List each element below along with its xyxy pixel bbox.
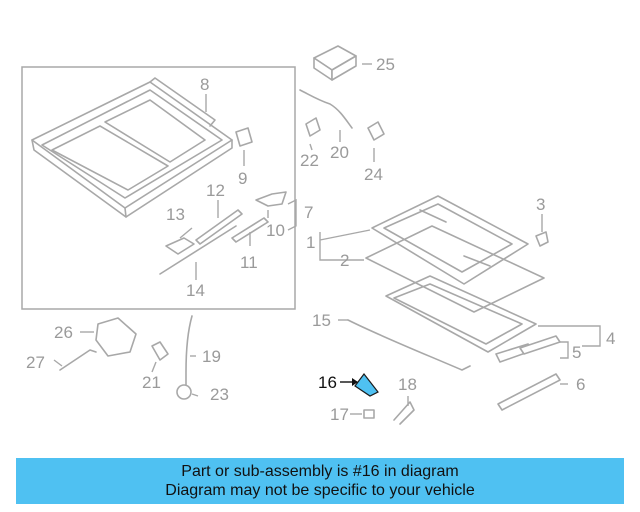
callout-27: 27 — [26, 353, 45, 372]
rail-11 — [231, 217, 269, 243]
bracket-18 — [393, 401, 415, 425]
actuator-24 — [367, 121, 385, 141]
callout-24: 24 — [364, 165, 383, 184]
inset-frame — [21, 66, 296, 310]
callout-5: 5 — [572, 343, 581, 362]
wire-19 — [185, 315, 193, 387]
callout-18: 18 — [398, 375, 417, 394]
callout-1: 1 — [306, 233, 315, 252]
rail-12 — [195, 209, 243, 245]
info-banner: Part or sub-assembly is #16 in diagram D… — [16, 458, 624, 504]
frame-4 — [385, 275, 537, 353]
callout-26: 26 — [54, 323, 73, 342]
highlighted-part-16 — [354, 373, 379, 397]
seal-strip-15 — [347, 319, 471, 371]
leader-lines — [53, 63, 601, 415]
callout-8: 8 — [200, 75, 209, 94]
callout-12: 12 — [206, 181, 225, 200]
callout-21: 21 — [142, 373, 161, 392]
wire-27 — [59, 349, 97, 371]
motor-13 — [165, 237, 195, 255]
callout-2: 2 — [340, 251, 349, 270]
callout-22: 22 — [300, 151, 319, 170]
callout-19: 19 — [202, 347, 221, 366]
clip-21 — [151, 341, 169, 361]
banner-line-2: Diagram may not be specific to your vehi… — [165, 482, 475, 499]
grommet-23 — [176, 384, 192, 400]
glass-panel-1 — [371, 195, 529, 285]
connector-26 — [95, 317, 137, 357]
callout-15: 15 — [312, 311, 331, 330]
arrowhead-16 — [352, 378, 358, 386]
callout-13: 13 — [166, 205, 185, 224]
callout-11: 11 — [240, 253, 258, 272]
drain-hose-20 — [299, 89, 353, 129]
bracket-9 — [235, 127, 253, 147]
callout-6: 6 — [576, 375, 585, 394]
callout-23: 23 — [210, 385, 229, 404]
callout-7: 7 — [304, 203, 313, 222]
bolt-3 — [535, 231, 549, 247]
callout-17: 17 — [330, 405, 349, 424]
roof-frame-drawing — [31, 77, 233, 218]
callout-16: 16 — [318, 373, 337, 392]
callout-10: 10 — [266, 221, 285, 240]
callout-14: 14 — [186, 281, 205, 300]
callout-20: 20 — [330, 143, 349, 162]
module-25 — [313, 45, 357, 81]
callout-labels: 8 9 12 13 14 11 10 7 25 22 20 24 3 1 2 4… — [26, 55, 615, 424]
guide-6 — [497, 373, 561, 411]
clip-22 — [305, 117, 321, 137]
banner-line-1: Part or sub-assembly is #16 in diagram — [181, 463, 459, 480]
callout-25: 25 — [376, 55, 395, 74]
cable-14 — [159, 225, 237, 275]
callout-4: 4 — [606, 329, 615, 348]
hinge-10 — [255, 191, 287, 207]
seal-2 — [365, 225, 545, 313]
callout-9: 9 — [238, 169, 247, 188]
clip-17 — [363, 409, 375, 419]
callout-3: 3 — [536, 195, 545, 214]
